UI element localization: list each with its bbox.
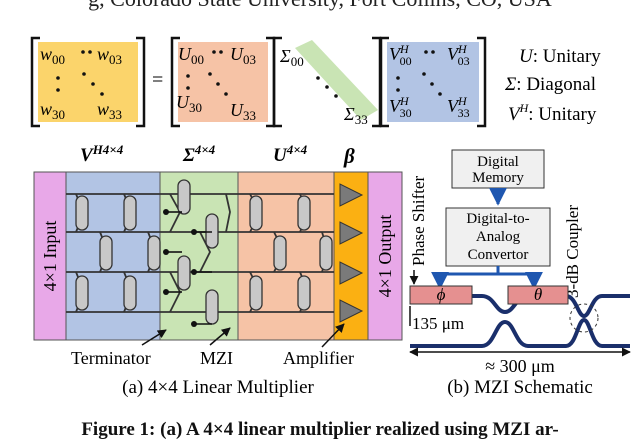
matrix-u-bracket-left bbox=[170, 36, 180, 128]
input-label: 4×1 Input bbox=[40, 221, 60, 292]
affiliation-text: g, Colorado State University, Fort Colli… bbox=[0, 0, 640, 12]
header-vh: VH4×4 bbox=[80, 142, 124, 166]
callout-arrows bbox=[141, 323, 345, 348]
matrix-sigma-bracket-left bbox=[272, 36, 282, 128]
dac-line3: Convertor bbox=[468, 247, 529, 263]
matrix-w-bracket-right bbox=[136, 36, 146, 128]
header-beta: β bbox=[343, 144, 355, 168]
matrix-w-dots bbox=[56, 50, 104, 96]
mzi-schematic: Digital Memory Digital-to- Analog Conver… bbox=[409, 149, 631, 398]
caption-b: (b) MZI Schematic bbox=[447, 377, 593, 398]
matrix-sigma: Σ00 Σ33 bbox=[272, 36, 382, 128]
dac-control-wires bbox=[431, 266, 543, 290]
total-length-label: ≈ 300 μm bbox=[485, 356, 555, 376]
matrix-u-fill bbox=[178, 42, 268, 122]
digital-memory-box bbox=[451, 149, 545, 189]
linear-multiplier: VH4×4 Σ4×4 U4×4 β 4×1 Input 4×1 Output bbox=[33, 142, 403, 398]
matrix-vh-dots bbox=[396, 50, 442, 96]
theta-label: θ bbox=[534, 285, 542, 304]
legend-unitary-vh: VH: Unitary bbox=[508, 101, 597, 125]
header-u: U4×4 bbox=[273, 142, 308, 166]
digital-memory-line1: Digital bbox=[477, 154, 519, 170]
mzi-label: MZI bbox=[200, 348, 233, 368]
w03: w03 bbox=[97, 44, 122, 67]
output-block bbox=[367, 171, 403, 341]
u03: U03 bbox=[230, 44, 256, 67]
theta-shifter bbox=[507, 285, 569, 305]
matrix-sigma-diagonal-band bbox=[295, 40, 378, 120]
matrix-sigma-dots bbox=[316, 76, 338, 98]
matrix-w: w00 w03 w30 w33 bbox=[30, 36, 146, 128]
w33: w33 bbox=[97, 99, 122, 122]
matrix-u-dots bbox=[186, 50, 228, 96]
w00: w00 bbox=[40, 44, 65, 67]
u00: U00 bbox=[178, 44, 204, 67]
matrix-vh-fill bbox=[387, 42, 479, 122]
equals-sign: = bbox=[152, 69, 163, 91]
mzi-elements bbox=[75, 179, 333, 325]
coupler-circle bbox=[569, 303, 599, 333]
coupler-label: 3-dB Coupler bbox=[563, 205, 582, 298]
sigma33: Σ33 bbox=[343, 104, 368, 127]
amplifier-label: Amplifier bbox=[283, 348, 354, 368]
matrix-w-fill bbox=[38, 42, 138, 122]
phi-label: ϕ bbox=[437, 285, 446, 304]
dac-line1: Digital-to- bbox=[466, 211, 529, 227]
header-sigma: Σ4×4 bbox=[182, 142, 216, 166]
sigma00: Σ00 bbox=[279, 46, 304, 69]
matrix-vh-bracket-right bbox=[477, 36, 487, 128]
u33: U33 bbox=[230, 100, 256, 123]
dac-line2: Analog bbox=[476, 229, 521, 245]
amplifiers bbox=[339, 183, 364, 323]
phi-shifter bbox=[409, 285, 473, 305]
dac-box bbox=[445, 207, 551, 267]
legend-diagonal-sigma: Σ: Diagonal bbox=[504, 74, 596, 95]
svd-legend: U: Unitary Σ: Diagonal VH: Unitary bbox=[504, 46, 601, 125]
u30: U30 bbox=[176, 92, 202, 115]
terminators bbox=[163, 209, 212, 327]
matrix-w-bracket-left bbox=[30, 36, 40, 128]
matrix-vh-bracket-left bbox=[379, 36, 389, 128]
figure-caption: Figure 1: (a) A 4×4 linear multiplier re… bbox=[81, 419, 559, 440]
w30: w30 bbox=[40, 99, 65, 122]
caption-a: (a) 4×4 Linear Multiplier bbox=[122, 377, 314, 398]
short-length-label: 135 μm bbox=[412, 314, 464, 333]
matrix-u: U00 U03 U30 U33 bbox=[170, 36, 276, 128]
phase-shifter-label: Phase Shifter bbox=[409, 175, 428, 266]
output-label: 4×1 Output bbox=[375, 215, 395, 298]
digital-memory-line2: Memory bbox=[472, 170, 524, 186]
legend-unitary-u: U: Unitary bbox=[519, 46, 601, 67]
terminator-label: Terminator bbox=[71, 348, 151, 368]
